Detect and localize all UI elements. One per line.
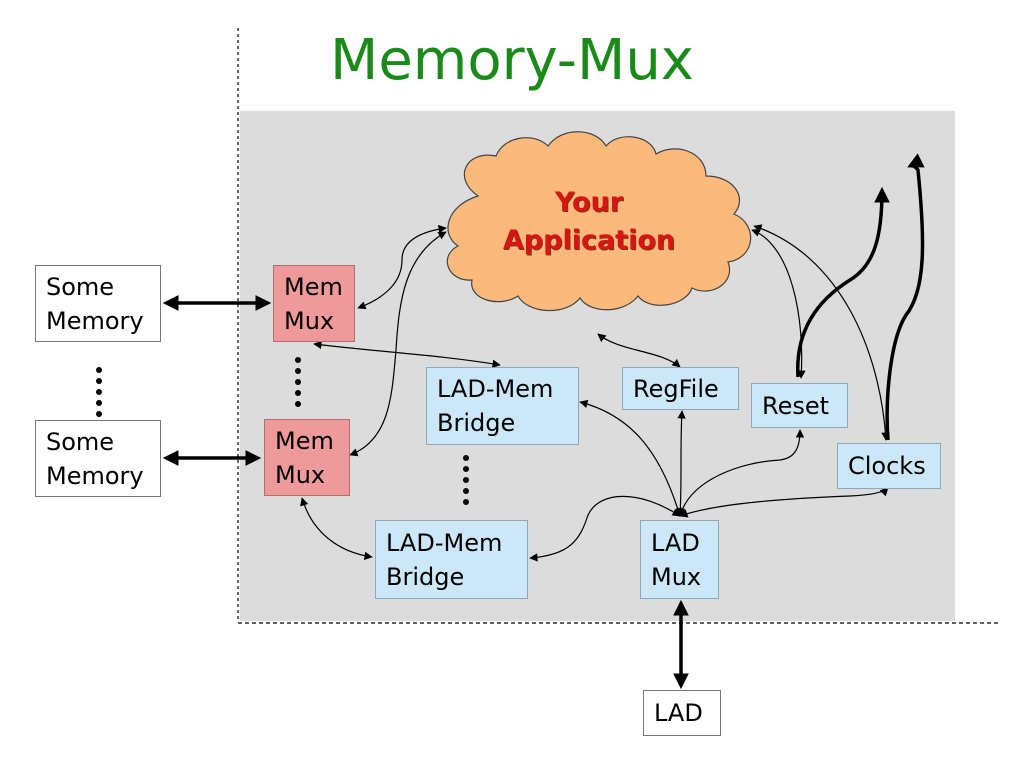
- some-memory-2-line1: Some: [46, 427, 115, 456]
- some-memory-2-line2: Memory: [46, 461, 144, 490]
- some-memory-1-line2: Memory: [46, 306, 144, 335]
- mem-mux-box-2: Mem Mux: [264, 419, 350, 496]
- lad-mem-bridge-1-line2: Bridge: [437, 409, 516, 437]
- reset-box: Reset: [751, 383, 848, 428]
- lad-mux-box: LAD Mux: [640, 520, 719, 599]
- lad-mem-bridge-2-line1: LAD-Mem: [386, 528, 503, 557]
- lad-mem-bridge-box-1: LAD-Mem Bridge: [426, 367, 579, 445]
- lad-mux-line2: Mux: [651, 562, 702, 591]
- link-memmux2-bridge2: [300, 497, 373, 561]
- some-memory-1-line1: Some: [46, 272, 115, 301]
- application-cloud: [446, 131, 752, 312]
- lad-mem-bridge-box-2: LAD-Mem Bridge: [375, 520, 528, 599]
- clocks-box: Clocks: [837, 443, 941, 489]
- mem-mux-1-line1: Mem: [284, 272, 343, 301]
- memory-ellipsis-dots: [96, 367, 102, 417]
- mem-mux-1-line2: Mux: [284, 306, 335, 335]
- link-ladmux-regfile: [676, 410, 686, 517]
- link-ladmux-clocks: [679, 487, 889, 518]
- lad-mem-bridge-2-line2: Bridge: [386, 562, 465, 591]
- link-ladmux-bridge2: [529, 495, 681, 562]
- regfile-box: RegFile: [622, 367, 739, 410]
- memmux-ellipsis-dots: [295, 357, 301, 407]
- link-app-reset: [751, 228, 806, 379]
- application-label-line1: Your: [554, 187, 624, 218]
- some-memory-box-2: Some Memory: [35, 420, 161, 497]
- application-label-line2: Application: [502, 225, 676, 256]
- regfile-label: RegFile: [633, 374, 719, 403]
- bridge-ellipsis-dots: [463, 455, 469, 505]
- reset-label: Reset: [762, 391, 830, 420]
- mem-mux-2-line2: Mux: [275, 460, 326, 489]
- clocks-label: Clocks: [848, 452, 926, 480]
- lad-label: LAD: [654, 699, 703, 727]
- reset-path: [796, 186, 890, 378]
- lad-mux-line1: LAD: [651, 528, 700, 557]
- link-memmux1-bridge1: [313, 340, 501, 368]
- link-ladmux-reset: [677, 429, 805, 517]
- mem-mux-2-line1: Mem: [275, 426, 334, 455]
- link-app-clocks: [753, 224, 890, 441]
- mem-mux-box-1: Mem Mux: [273, 265, 355, 342]
- some-memory-box-1: Some Memory: [35, 265, 161, 342]
- link-app-regfile: [597, 333, 681, 368]
- slide-title: Memory-Mux: [330, 28, 694, 93]
- lad-mem-bridge-1-line1: LAD-Mem: [437, 375, 554, 403]
- application-label: Your Application: [470, 184, 708, 260]
- clocks-path: [885, 153, 925, 441]
- lad-box: LAD: [643, 690, 721, 736]
- link-ladmux-bridge1: [579, 399, 682, 517]
